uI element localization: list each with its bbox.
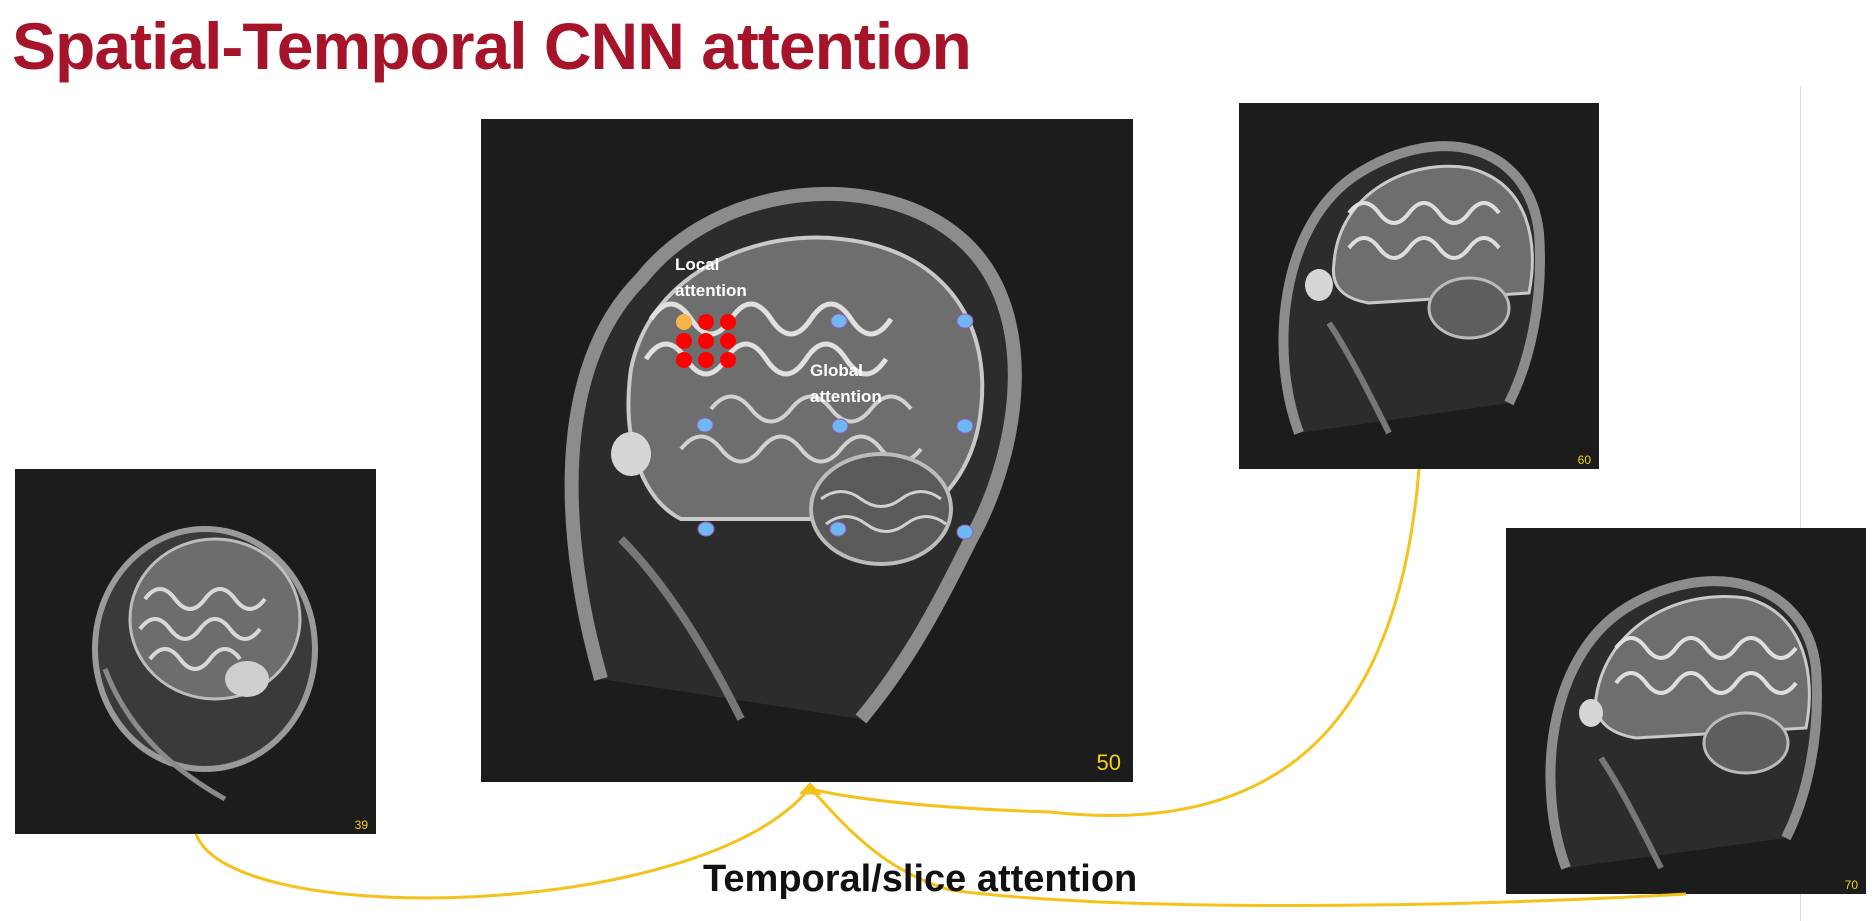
mri-slice-70: 70 — [1506, 528, 1866, 894]
local-attention-dot — [676, 352, 692, 368]
local-attention-dot — [698, 352, 714, 368]
local-attention-dot — [720, 333, 736, 349]
slice-number-60: 60 — [1577, 453, 1591, 467]
mri-slice-39: 39 — [15, 469, 376, 834]
arrowhead-icon — [799, 782, 822, 795]
global-attention-label-line1: Global — [810, 361, 863, 380]
local-attention-dot — [676, 333, 692, 349]
mri-slice-50: 50 Local attention Global attention — [481, 119, 1133, 782]
global-attention-dot — [956, 418, 974, 434]
slice-number-70: 70 — [1844, 878, 1858, 892]
global-attention-dot — [697, 521, 715, 537]
query-dot — [676, 314, 692, 330]
local-attention-dot — [698, 314, 714, 330]
temporal-attention-caption: Temporal/slice attention — [703, 858, 1138, 900]
local-attention-label-line1: Local — [675, 255, 720, 274]
local-attention-dot — [720, 352, 736, 368]
mri-slice-60-image — [1239, 103, 1599, 469]
global-attention-dot — [956, 313, 974, 329]
global-attention-dot — [956, 524, 974, 540]
local-attention-dot — [720, 314, 736, 330]
slide-title: Spatial-Temporal CNN attention — [12, 9, 972, 83]
global-attention-dot — [829, 521, 847, 537]
local-attention-label-line2: attention — [675, 281, 747, 300]
mri-slice-39-image — [15, 469, 376, 834]
global-attention-dot — [831, 418, 849, 434]
global-attention-dot — [830, 313, 848, 329]
attention-dots-overlay — [676, 313, 974, 540]
slice-number-39: 39 — [354, 818, 368, 832]
mri-slice-70-image — [1506, 528, 1866, 894]
global-attention-label-line2: attention — [810, 387, 882, 406]
mri-slice-60: 60 — [1239, 103, 1599, 469]
right-divider-line — [1800, 86, 1801, 921]
global-attention-dot — [696, 417, 714, 433]
local-attention-dot — [698, 333, 714, 349]
